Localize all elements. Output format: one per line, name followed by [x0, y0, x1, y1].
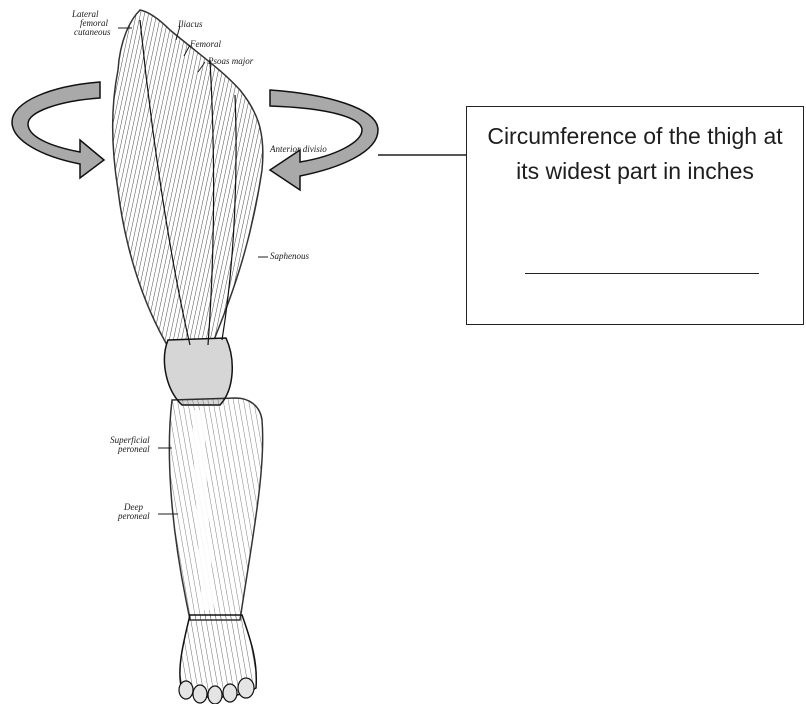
measurement-callout-box: Circumference of the thigh at its widest… — [466, 106, 804, 325]
rotation-arrow-right — [270, 90, 378, 190]
label-psoas-major: Psoas major — [208, 57, 253, 66]
label-iliacus: Iliacus — [178, 20, 203, 29]
label-lateral-femoral-cutaneous: Lateral femoral cutaneous — [72, 10, 111, 37]
label-line-2: peroneal — [118, 512, 150, 521]
label-deep-peroneal: Deep peroneal — [118, 503, 150, 521]
label-line-2: peroneal — [118, 445, 150, 454]
leg-illustration — [113, 10, 263, 704]
lower-leg-shape — [169, 398, 262, 620]
label-superficial-peroneal: Superficial peroneal — [104, 436, 150, 454]
knee-shape — [164, 338, 232, 405]
rotation-arrow-left — [12, 82, 104, 178]
label-femoral: Femoral — [190, 40, 221, 49]
label-anterior-division: Anterior divisio — [270, 145, 327, 154]
callout-text: Circumference of the thigh at its widest… — [467, 119, 803, 189]
label-saphenous: Saphenous — [270, 252, 309, 261]
answer-blank-line[interactable] — [525, 273, 759, 274]
label-line-3: cutaneous — [74, 28, 111, 37]
